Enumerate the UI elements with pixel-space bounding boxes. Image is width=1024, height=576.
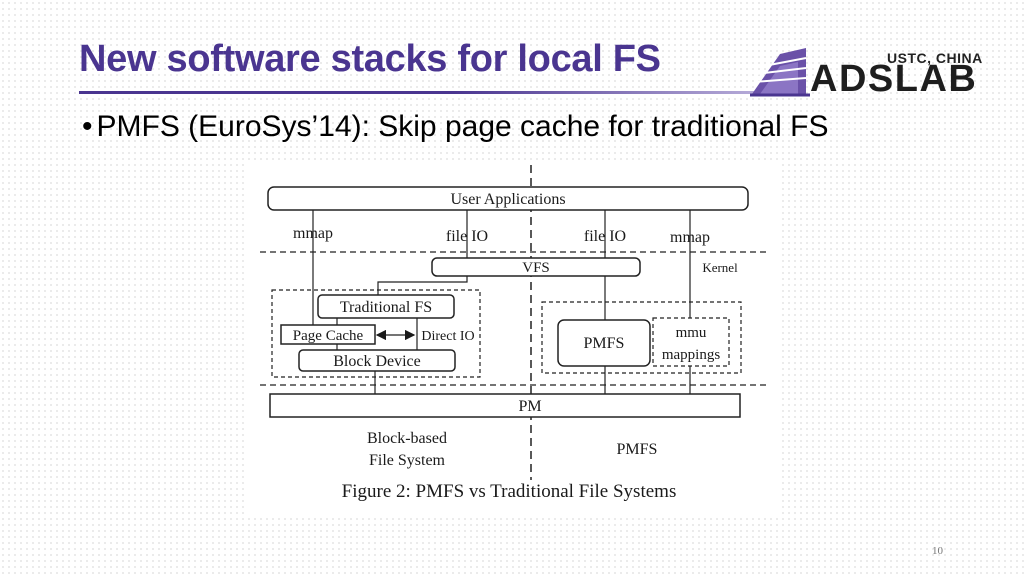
page-cache-label: Page Cache xyxy=(293,328,364,344)
pmfs-side-label: PMFS xyxy=(617,441,658,458)
pmfs-box xyxy=(557,319,651,367)
mmu-mappings-box xyxy=(652,317,730,367)
kernel-label: Kernel xyxy=(702,260,738,275)
logo-subtitle: USTC, CHINA xyxy=(887,50,983,66)
title-underline xyxy=(79,91,759,94)
block-based-label-line2: File System xyxy=(369,452,446,469)
bullet-point: •PMFS (EuroSys’14): Skip page cache for … xyxy=(82,110,829,144)
block-based-label-line1: Block-based xyxy=(367,430,447,447)
page-cache-box xyxy=(280,324,376,345)
user-applications-box xyxy=(267,186,749,211)
block-device-box xyxy=(298,349,456,372)
bullet-text: PMFS (EuroSys’14): Skip page cache for t… xyxy=(96,110,829,143)
pm-box xyxy=(269,393,741,418)
traditional-fs-label: Traditional FS xyxy=(340,299,432,316)
block-device-label: Block Device xyxy=(333,353,421,370)
figure-caption: Figure 2: PMFS vs Traditional File Syste… xyxy=(342,481,677,502)
slide-title: New software stacks for local FS xyxy=(79,38,661,80)
mmap-right-label: mmap xyxy=(670,229,710,246)
logo-wordmark: ADSLAB xyxy=(810,58,978,100)
vfs-box xyxy=(431,257,641,277)
page-number: 10 xyxy=(932,545,943,557)
pmfs-stack-group xyxy=(541,301,742,374)
user-applications-label: User Applications xyxy=(450,191,565,208)
mmap-left-label: mmap xyxy=(293,225,333,242)
logo-building-icon xyxy=(750,48,810,97)
pmfs-diagram: User Applications mmap file IO file IO m… xyxy=(260,165,770,502)
vfs-to-traditional-fs-line xyxy=(377,276,468,295)
bullet-marker: • xyxy=(82,110,93,143)
traditional-fs-box xyxy=(317,294,455,319)
adslab-logo xyxy=(750,48,810,97)
direct-io-label: Direct IO xyxy=(421,329,474,344)
mappings-label: mappings xyxy=(662,347,720,363)
pmfs-box-label: PMFS xyxy=(584,335,625,352)
pmfs-figure: User Applications mmap file IO file IO m… xyxy=(245,160,780,515)
file-io-left-label: file IO xyxy=(446,228,488,245)
block-based-stack-group xyxy=(271,289,481,378)
file-io-right-label: file IO xyxy=(584,228,626,245)
pm-label: PM xyxy=(518,398,541,415)
mmu-label: mmu xyxy=(676,325,707,341)
vfs-label: VFS xyxy=(522,260,550,276)
